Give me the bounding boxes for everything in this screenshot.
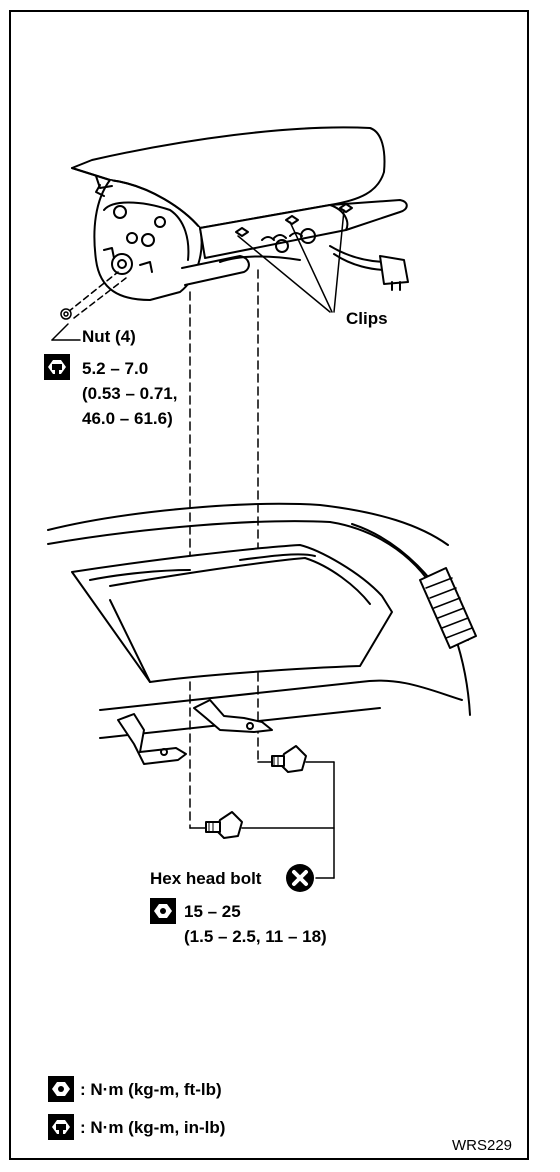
nut-torque-kgm-inlb: (0.53 – 0.71, — [82, 384, 178, 403]
nut-projection — [51, 271, 127, 341]
hex-head-bolt-upper — [271, 745, 307, 773]
instrument-panel — [47, 502, 477, 765]
do-not-reuse-icon — [286, 864, 314, 892]
legend-torque-inlb-icon — [48, 1114, 74, 1140]
legend-inlb-text: : N·m (kg-m, in-lb) — [80, 1118, 226, 1137]
nut-label: Nut (4) — [82, 327, 136, 346]
nut-torque-nm: 5.2 – 7.0 — [82, 359, 149, 378]
glove-box-lid — [71, 126, 409, 301]
clips-leaders — [237, 209, 345, 313]
legend-torque-ftlb-icon — [48, 1076, 74, 1102]
clips-label: Clips — [346, 309, 388, 328]
torque-wrench-ftlb-icon — [150, 898, 176, 924]
figure-code: WRS229 — [452, 1137, 513, 1154]
bolt-callout-bracket — [189, 761, 335, 879]
nut-torque-inlb: 46.0 – 61.6) — [82, 409, 173, 428]
bolt-torque-kgm-ftlb: (1.5 – 2.5, 11 – 18) — [184, 927, 327, 946]
hex-head-bolt-label: Hex head bolt — [150, 869, 262, 888]
torque-wrench-inlb-icon — [44, 354, 70, 380]
legend-ftlb-text: : N·m (kg-m, ft-lb) — [80, 1080, 222, 1099]
bolt-torque-nm: 15 – 25 — [184, 902, 241, 921]
hex-head-bolt-lower — [205, 811, 243, 839]
